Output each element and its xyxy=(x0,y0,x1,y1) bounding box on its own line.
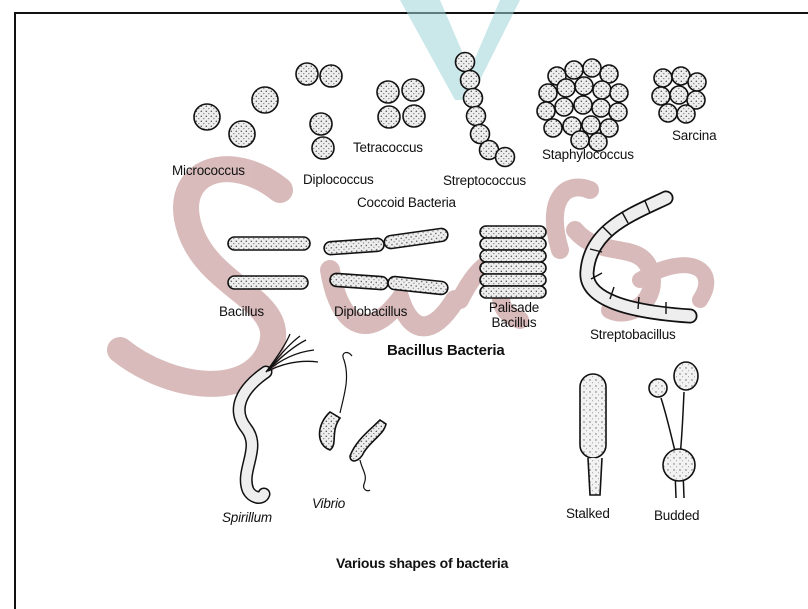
label-tetracoccus: Tetracoccus xyxy=(353,140,423,155)
diplococcus-cells xyxy=(296,63,342,159)
tetracoccus-cells xyxy=(377,79,425,128)
label-streptococcus: Streptococcus xyxy=(443,173,526,188)
stalked-cell xyxy=(580,374,606,495)
label-sarcina: Sarcina xyxy=(672,128,716,143)
vibrio-cells xyxy=(320,353,387,491)
heading-bacillus-bacteria: Bacillus Bacteria xyxy=(387,342,505,359)
label-streptobacillus: Streptobacillus xyxy=(590,327,676,342)
figure-caption: Various shapes of bacteria xyxy=(336,555,508,571)
micrococcus-cells xyxy=(194,87,278,147)
label-diplococcus: Diplococcus xyxy=(303,172,374,187)
label-bacillus: Bacillus xyxy=(219,304,264,319)
staphylococcus-cells xyxy=(537,59,628,151)
label-diplobacillus: Diplobacillus xyxy=(334,304,407,319)
palisade-bacillus-rods xyxy=(480,226,546,298)
sarcina-cells xyxy=(652,67,706,123)
bacillus-rods xyxy=(228,237,310,289)
label-palisade-line2: Bacillus xyxy=(474,315,554,330)
label-spirillum: Spirillum xyxy=(222,510,272,525)
label-palisade-bacillus: Palisade Bacillus xyxy=(474,300,554,330)
label-micrococcus: Micrococcus xyxy=(172,163,245,178)
label-budded: Budded xyxy=(654,508,699,523)
heading-coccoid-bacteria: Coccoid Bacteria xyxy=(357,195,456,210)
budded-cell xyxy=(649,362,698,498)
label-staphylococcus: Staphylococcus xyxy=(542,147,634,162)
label-vibrio: Vibrio xyxy=(312,496,345,511)
label-palisade-line1: Palisade xyxy=(474,300,554,315)
label-stalked: Stalked xyxy=(566,506,610,521)
diplobacillus-rods xyxy=(324,228,449,295)
